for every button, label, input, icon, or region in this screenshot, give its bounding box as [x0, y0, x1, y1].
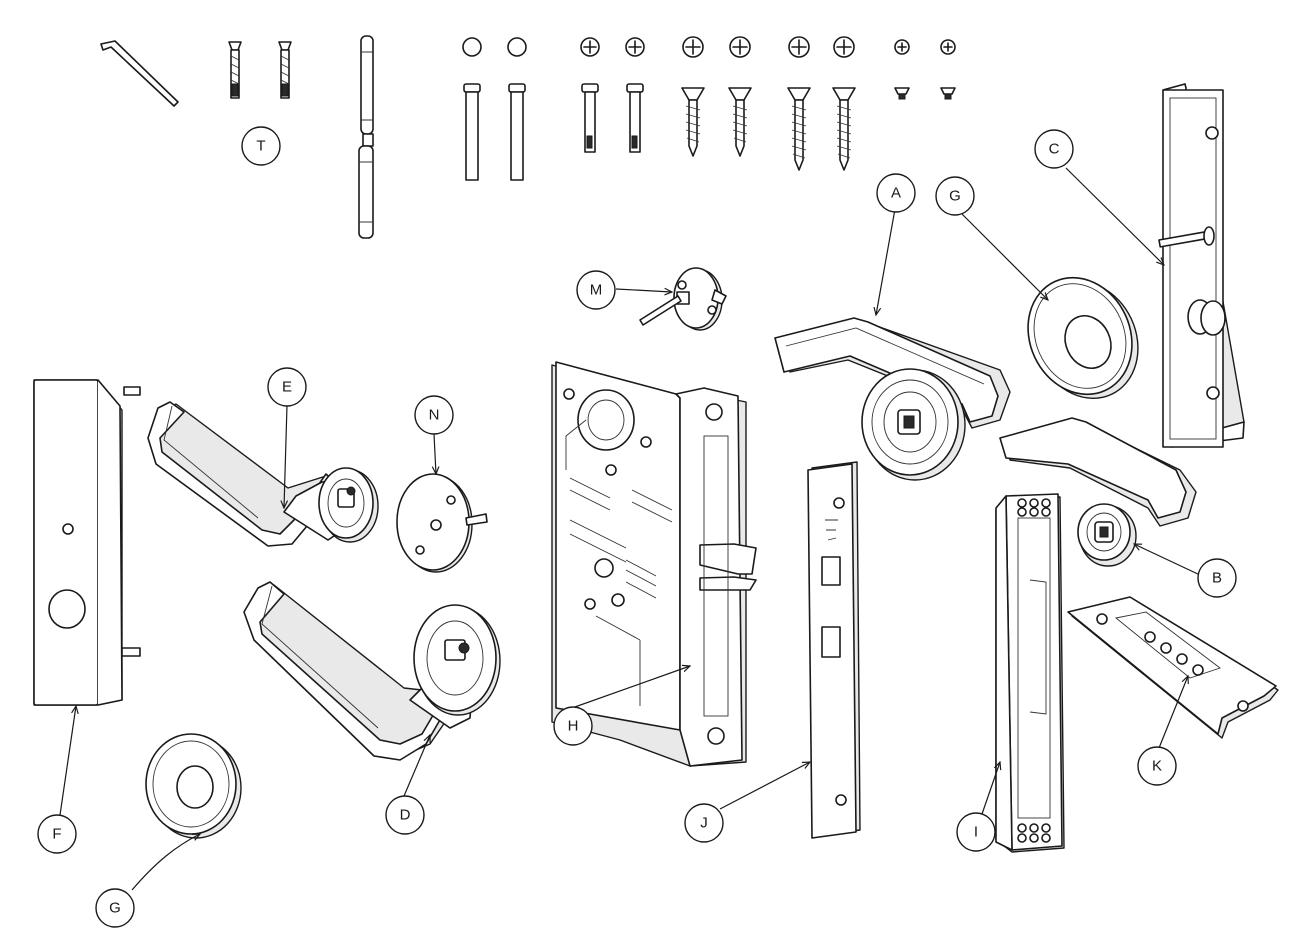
rose-n [396, 473, 488, 573]
callout-f: F [37, 814, 77, 854]
callout-g-bottom: G [95, 888, 135, 928]
callout-g-bottom-label: G [109, 900, 121, 917]
callout-d: D [385, 795, 425, 835]
callout-m: M [576, 270, 616, 310]
leader-n [434, 433, 436, 474]
callout-h-label: H [568, 718, 579, 735]
strike-plate-k [1067, 596, 1279, 739]
callout-n: N [414, 395, 454, 435]
callout-d-label: D [400, 807, 411, 824]
callout-a-label: A [891, 185, 901, 202]
callout-k: K [1137, 746, 1177, 786]
callout-b: B [1197, 558, 1237, 598]
lever-a [774, 317, 1011, 481]
callout-a: A [876, 173, 916, 213]
leader-b [1134, 544, 1201, 576]
callout-k-label: K [1152, 758, 1162, 775]
set-screws [894, 39, 956, 100]
leader-c [1065, 167, 1164, 265]
callout-t-label: T [256, 138, 265, 155]
allen-wrench [100, 40, 179, 107]
callout-f-label: F [52, 826, 61, 843]
callout-b-label: B [1212, 570, 1222, 587]
strike-box-i [995, 493, 1065, 853]
callout-t: T [241, 126, 281, 166]
wood-screws-short [681, 36, 752, 157]
leader-h [571, 666, 690, 709]
rose-ring-bottom [145, 733, 242, 839]
lever-e [147, 401, 379, 547]
callout-g-top-label: G [949, 188, 961, 205]
leader-g-bottom [131, 834, 200, 891]
callout-c-label: C [1049, 141, 1060, 158]
mortise-lock-body [551, 361, 757, 767]
thru-bolt-screws-t [228, 41, 292, 99]
spindle-assembly-m [639, 267, 727, 331]
escutcheon-plate-left [33, 379, 141, 706]
callout-c: C [1034, 129, 1074, 169]
callout-e: E [267, 367, 307, 407]
leader-e [284, 404, 287, 508]
callout-g-top: G [935, 176, 975, 216]
leader-g-top [958, 210, 1048, 300]
leader-i [981, 762, 1000, 815]
faceplate-j [807, 461, 861, 839]
callout-n-label: N [429, 407, 440, 424]
leader-a [876, 208, 896, 315]
plain-pins [462, 37, 527, 181]
lever-b [999, 417, 1197, 567]
leader-j [719, 762, 810, 810]
callout-i: I [956, 812, 996, 852]
wood-screws-long [787, 36, 856, 171]
callout-e-label: E [282, 379, 292, 396]
spindle [358, 35, 374, 239]
leader-k [1158, 676, 1188, 749]
callout-j-label: J [700, 815, 708, 832]
callout-m-label: M [590, 282, 603, 299]
leader-d [403, 735, 430, 797]
phillips-pins [580, 37, 645, 153]
callout-j: J [684, 803, 724, 843]
callout-i-label: I [974, 824, 978, 841]
leader-m [615, 289, 672, 292]
leader-f [59, 706, 76, 816]
callout-h: H [553, 706, 593, 746]
escutcheon-plate-right [1158, 83, 1245, 448]
lever-d [243, 581, 501, 761]
rose-ring-top [1027, 276, 1139, 400]
